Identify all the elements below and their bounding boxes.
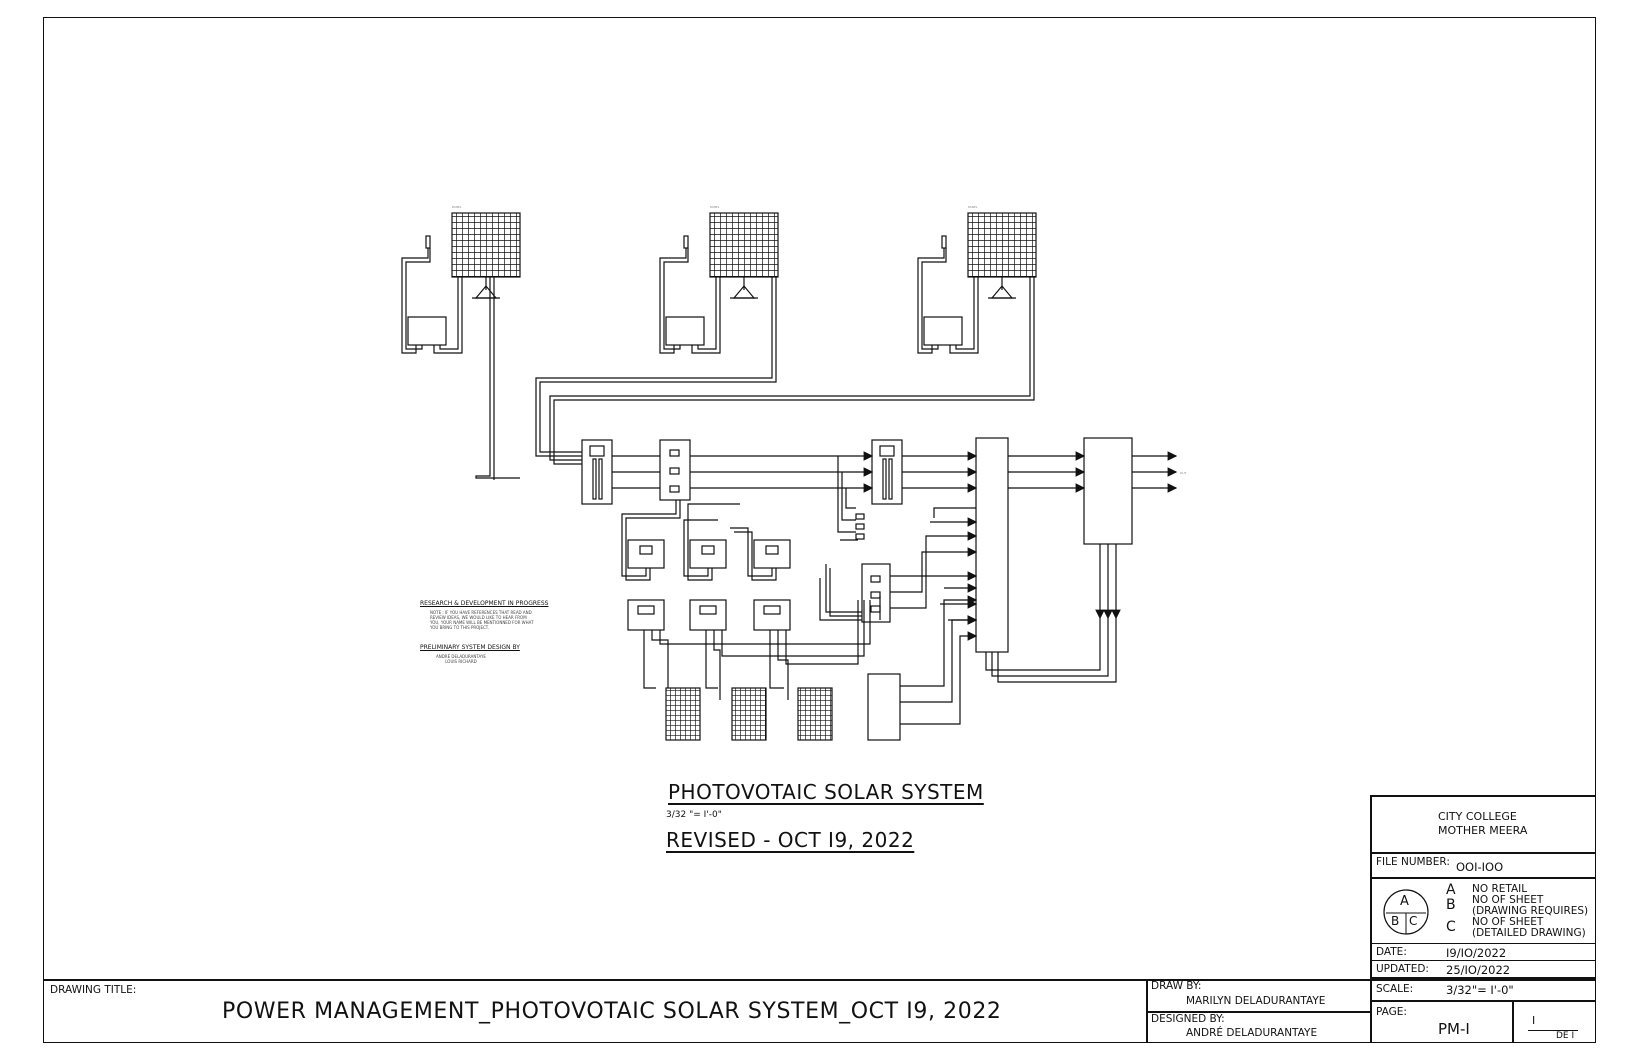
legend-item: (DETAILED DRAWING) — [1472, 927, 1586, 939]
title-band-border — [43, 979, 1596, 981]
notes-heading: RESEARCH & DEVELOPMENT IN PROGRESS — [420, 600, 549, 607]
divider — [1146, 979, 1148, 1043]
legend-circle-a: A — [1400, 894, 1409, 909]
date-label: DATE: — [1376, 946, 1407, 958]
drawing-title-label: DRAWING TITLE: — [50, 984, 137, 996]
design-name: ANDRÉ DELADURANTAYE — [436, 654, 486, 659]
combiner-box-1 — [581, 439, 613, 505]
charge-controllers-bottom — [627, 599, 871, 700]
notes-body: NOTE : IF YOU HAVE REFERENCES THAT READ … — [430, 610, 534, 630]
legend-item: (DRAWING REQUIRES) — [1472, 905, 1589, 917]
notes-line: YOU BRING TO THIS PROJECT. — [430, 625, 490, 630]
battery-banks — [665, 687, 833, 741]
draw-by-label: DRAW BY: — [1151, 980, 1202, 992]
divider — [1372, 977, 1596, 979]
divider — [1370, 795, 1372, 1043]
legend-letter-a: A — [1446, 882, 1456, 898]
breaker-panel-1 — [659, 439, 691, 501]
design-name: LOUIS RICHARD — [445, 659, 477, 664]
output-panel — [985, 437, 1178, 683]
svg-text:PANEL: PANEL — [452, 205, 462, 209]
notes-line: YOU. YOUR NAME WILL BE MENTIONNED FOR WH… — [430, 620, 534, 625]
divider — [1370, 795, 1596, 797]
page-label: PAGE: — [1376, 1006, 1407, 1018]
main-inverter — [975, 437, 1009, 653]
sheet-of: DE I — [1556, 1031, 1575, 1041]
scale-label: SCALE: — [1376, 983, 1414, 995]
solar-array-2 — [535, 212, 779, 457]
scale-value: 3/32"= I'-0" — [1446, 983, 1514, 997]
dc-bus — [612, 451, 978, 541]
file-number-label: FILE NUMBER: — [1376, 856, 1450, 868]
drawing-main-title: PHOTOVOTAIC SOLAR SYSTEM — [668, 780, 984, 804]
date-value: I9/IO/2022 — [1446, 946, 1507, 960]
page-number: PM-I — [1438, 1020, 1470, 1038]
drawing-scale-note: 3/32 "= I'-0" — [666, 810, 722, 820]
design-heading: PRELIMINARY SYSTEM DESIGN BY — [420, 644, 520, 651]
solar-array-3 — [549, 212, 1037, 465]
designed-by-label: DESIGNED BY: — [1151, 1013, 1225, 1025]
draw-by-name: MARILYN DELADURANTAYE — [1186, 995, 1326, 1007]
divider — [1372, 1000, 1596, 1002]
svg-text:OUT: OUT — [1180, 471, 1187, 475]
divider — [1528, 1030, 1578, 1031]
design-names: ANDRÉ DELADURANTAYE LOUIS RICHARD — [436, 654, 486, 664]
battery-disconnect — [819, 507, 978, 623]
drawing-frame — [43, 17, 1596, 1043]
notes-line: REVIEW IDEAS, WE WOULD LIKE TO HEAR FROM — [430, 615, 527, 620]
legend-circle-icon — [1383, 889, 1429, 935]
updated-label: UPDATED: — [1376, 963, 1429, 975]
divider — [1512, 1002, 1514, 1043]
legend-circle-b: B — [1391, 914, 1400, 928]
legend-item: NO RETAIL — [1472, 883, 1528, 895]
legend-item: NO OF SHEET — [1472, 916, 1544, 928]
drawing-revised-date: REVISED - OCT I9, 2022 — [666, 828, 915, 852]
legend-circle-c: C — [1409, 914, 1418, 928]
divider — [1372, 943, 1596, 944]
org-line-1: CITY COLLEGE — [1438, 810, 1517, 823]
legend-items: NO RETAIL NO OF SHEET (DRAWING REQUIRES)… — [1472, 884, 1588, 939]
divider — [1148, 1011, 1372, 1013]
charge-controllers-top — [621, 500, 791, 581]
combiner-box-2 — [871, 439, 903, 505]
divider — [1372, 877, 1596, 879]
notes-line: NOTE : IF YOU HAVE REFERENCES THAT READ … — [430, 610, 532, 615]
org-line-2: MOTHER MEERA — [1438, 824, 1528, 837]
divider — [1372, 852, 1596, 854]
generator-box — [867, 595, 978, 741]
bus-links — [879, 583, 978, 625]
divider — [1372, 960, 1596, 961]
svg-text:PANEL: PANEL — [968, 205, 978, 209]
solar-array-1 — [401, 212, 521, 480]
designed-by-name: ANDRÉ DELADURANTAYE — [1186, 1027, 1318, 1039]
legend-item: NO OF SHEET — [1472, 894, 1544, 906]
drawing-title: POWER MANAGEMENT_PHOTOVOTAIC SOLAR SYSTE… — [222, 999, 1002, 1024]
file-number: OOI-IOO — [1456, 860, 1504, 874]
sheet-number: I — [1532, 1014, 1536, 1027]
svg-text:PANEL: PANEL — [710, 205, 720, 209]
legend-letter-c: C — [1446, 919, 1456, 935]
legend-letter-b: B — [1446, 897, 1456, 913]
updated-value: 25/IO/2022 — [1446, 963, 1511, 977]
